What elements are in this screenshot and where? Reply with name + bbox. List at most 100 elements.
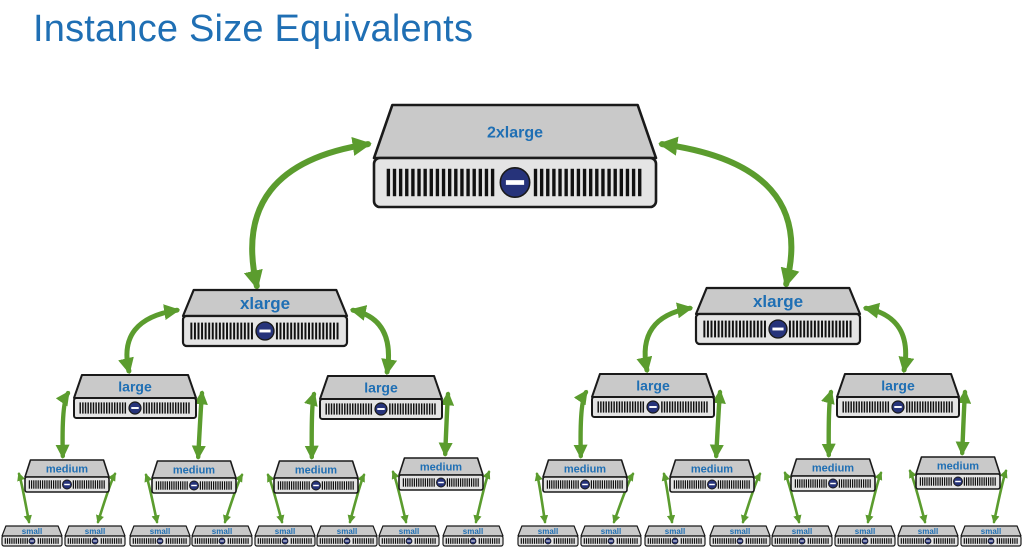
server-vents (325, 403, 436, 415)
server-vents (67, 538, 122, 544)
server-label: small (855, 527, 875, 536)
server-medium: medium (398, 457, 484, 491)
power-button-icon (924, 537, 932, 545)
server-large: large (836, 373, 960, 418)
power-button-icon (405, 537, 413, 545)
server-label: small (212, 527, 232, 536)
server-label: medium (937, 460, 979, 472)
server-medium: medium (790, 458, 876, 492)
server-top-face (64, 525, 126, 537)
server-vents (520, 538, 575, 544)
server-label: medium (564, 463, 606, 475)
server-label: small (918, 527, 938, 536)
double-arrow-icon (636, 302, 694, 374)
server-small: small (129, 525, 191, 547)
server-label: large (636, 378, 670, 394)
server-vents (703, 320, 852, 338)
server-small: small (517, 525, 579, 547)
server-small: small (960, 525, 1022, 547)
double-arrow-icon (661, 472, 676, 524)
server-label: small (399, 527, 419, 536)
server-vents (647, 538, 702, 544)
server-small: small (442, 525, 504, 547)
server-vents (381, 538, 436, 544)
server-label: small (730, 527, 750, 536)
server-top-face (1, 525, 63, 537)
server-label: small (981, 527, 1001, 536)
server-vents (190, 322, 339, 340)
power-button-icon (607, 537, 615, 545)
server-vents (900, 538, 955, 544)
power-button-icon (544, 537, 552, 545)
server-top-face (372, 103, 658, 160)
server-label: medium (812, 462, 854, 474)
server-label: small (601, 527, 621, 536)
server-top-face (834, 525, 896, 537)
double-arrow-icon (244, 136, 372, 290)
server-vents (546, 480, 623, 489)
power-button-icon (62, 479, 72, 490)
server-vents (445, 538, 500, 544)
server-small: small (191, 525, 253, 547)
power-button-icon (469, 537, 477, 545)
slide-title: Instance Size Equivalents (33, 8, 474, 50)
power-button-icon (828, 478, 838, 489)
power-button-icon (953, 476, 963, 487)
server-xlarge: xlarge (694, 286, 862, 346)
server-vents (194, 538, 249, 544)
server-top-face (771, 525, 833, 537)
server-label: small (275, 527, 295, 536)
double-arrow-icon (17, 472, 32, 524)
server-label: xlarge (753, 292, 803, 311)
server-top-face (129, 525, 191, 537)
power-button-icon (343, 537, 351, 545)
double-arrow-icon (862, 302, 915, 374)
server-vents (583, 538, 638, 544)
server-vents (4, 538, 59, 544)
power-button-icon (987, 537, 995, 545)
double-arrow-icon (821, 389, 836, 458)
server-small: small (1, 525, 63, 547)
server-small: small (834, 525, 896, 547)
power-button-icon (374, 402, 388, 416)
power-button-icon (707, 479, 717, 490)
power-button-icon (671, 537, 679, 545)
power-button-icon (91, 537, 99, 545)
power-button-icon (311, 480, 321, 491)
server-vents (319, 538, 374, 544)
double-arrow-icon (573, 389, 589, 459)
power-button-icon (218, 537, 226, 545)
server-label: small (538, 527, 558, 536)
server-vents (837, 538, 892, 544)
server-medium: medium (273, 460, 359, 494)
double-arrow-icon (865, 471, 883, 524)
double-arrow-icon (118, 304, 181, 375)
power-button-icon (768, 319, 788, 339)
server-top-face (644, 525, 706, 537)
power-button-icon (436, 477, 446, 488)
server-label: small (463, 527, 483, 536)
server-medium: medium (24, 459, 110, 493)
double-arrow-icon (144, 473, 160, 524)
server-vents (132, 538, 187, 544)
double-arrow-icon (955, 389, 972, 456)
double-arrow-icon (349, 305, 398, 376)
server-small: small (580, 525, 642, 547)
server-small: small (709, 525, 771, 547)
server-top-face (709, 525, 771, 537)
double-arrow-icon (473, 470, 491, 524)
power-button-icon (255, 321, 275, 341)
power-button-icon (891, 400, 905, 414)
server-label: small (337, 527, 357, 536)
server-top-face (694, 286, 862, 316)
server-label: medium (295, 464, 337, 476)
server-label: medium (173, 464, 215, 476)
double-arrow-icon (991, 469, 1008, 524)
server-small: small (644, 525, 706, 547)
power-button-icon (580, 479, 590, 490)
power-button-icon (28, 537, 36, 545)
server-small: small (64, 525, 126, 547)
server-label: small (792, 527, 812, 536)
server-vents (257, 538, 312, 544)
